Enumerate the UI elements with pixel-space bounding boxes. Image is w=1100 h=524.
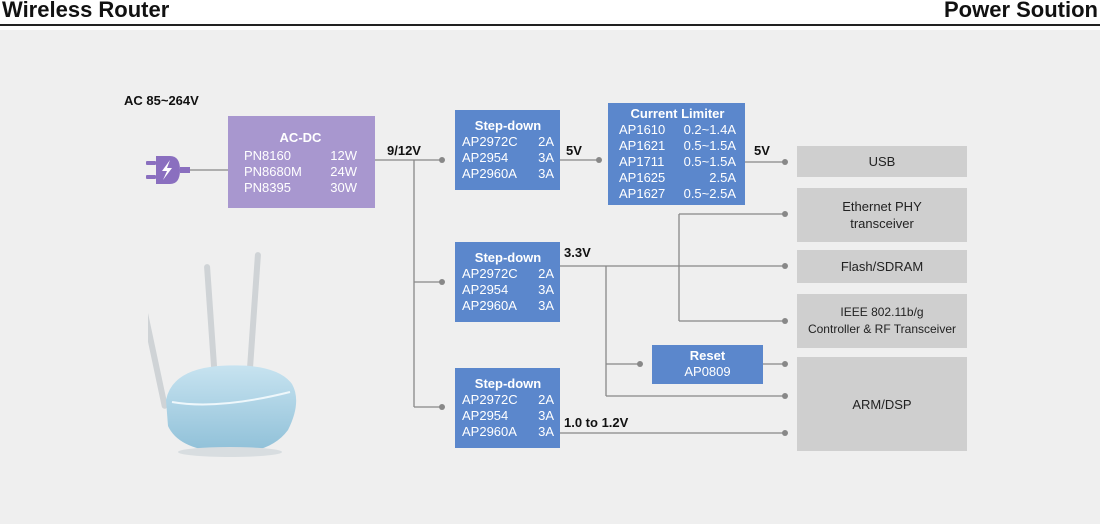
voltage-1-0-to-1-2v-label: 1.0 to 1.2V <box>564 415 629 430</box>
power-plug-icon <box>146 156 190 184</box>
reset-box: Reset AP0809 <box>652 345 763 384</box>
ethernet-label-line1: Ethernet PHY <box>842 199 922 214</box>
ieee-80211-box: IEEE 802.11b/g Controller & RF Transceiv… <box>797 294 967 348</box>
flash-sdram-box: Flash/SDRAM <box>797 250 967 283</box>
voltage-9-12v-label: 9/12V <box>387 143 421 158</box>
header-title-right: Power Soution <box>944 0 1098 22</box>
stepdown-title: Step-down <box>474 118 542 133</box>
header-rule <box>0 24 1100 26</box>
header-title-left: Wireless Router <box>2 0 170 22</box>
arm-dsp-box: ARM/DSP <box>797 357 967 451</box>
ethernet-phy-box: Ethernet PHY transceiver <box>797 188 967 242</box>
ieee-label-line2: Controller & RF Transceiver <box>807 322 957 336</box>
current-limiter-title: Current Limiter <box>630 106 725 121</box>
voltage-3-3v-label: 3.3V <box>564 245 591 260</box>
voltage-5v-label: 5V <box>566 143 582 158</box>
wireless-router-icon <box>148 252 297 457</box>
usb-label: USB <box>868 154 896 169</box>
arm-dsp-label: ARM/DSP <box>852 396 912 412</box>
stepdown-title: Step-down <box>474 376 542 391</box>
flash-sdram-label: Flash/SDRAM <box>840 259 924 274</box>
ac-input-label: AC 85~264V <box>124 93 199 108</box>
reset-title: Reset <box>689 348 726 363</box>
voltage-5v-usb-label: 5V <box>754 143 770 158</box>
acdc-title: AC-DC <box>279 130 322 145</box>
stepdown-title: Step-down <box>474 250 542 265</box>
usb-box: USB <box>797 146 967 177</box>
ieee-label-line1: IEEE 802.11b/g <box>840 305 924 319</box>
reset-part: AP0809 <box>684 364 731 379</box>
ethernet-label-line2: transceiver <box>850 216 914 231</box>
